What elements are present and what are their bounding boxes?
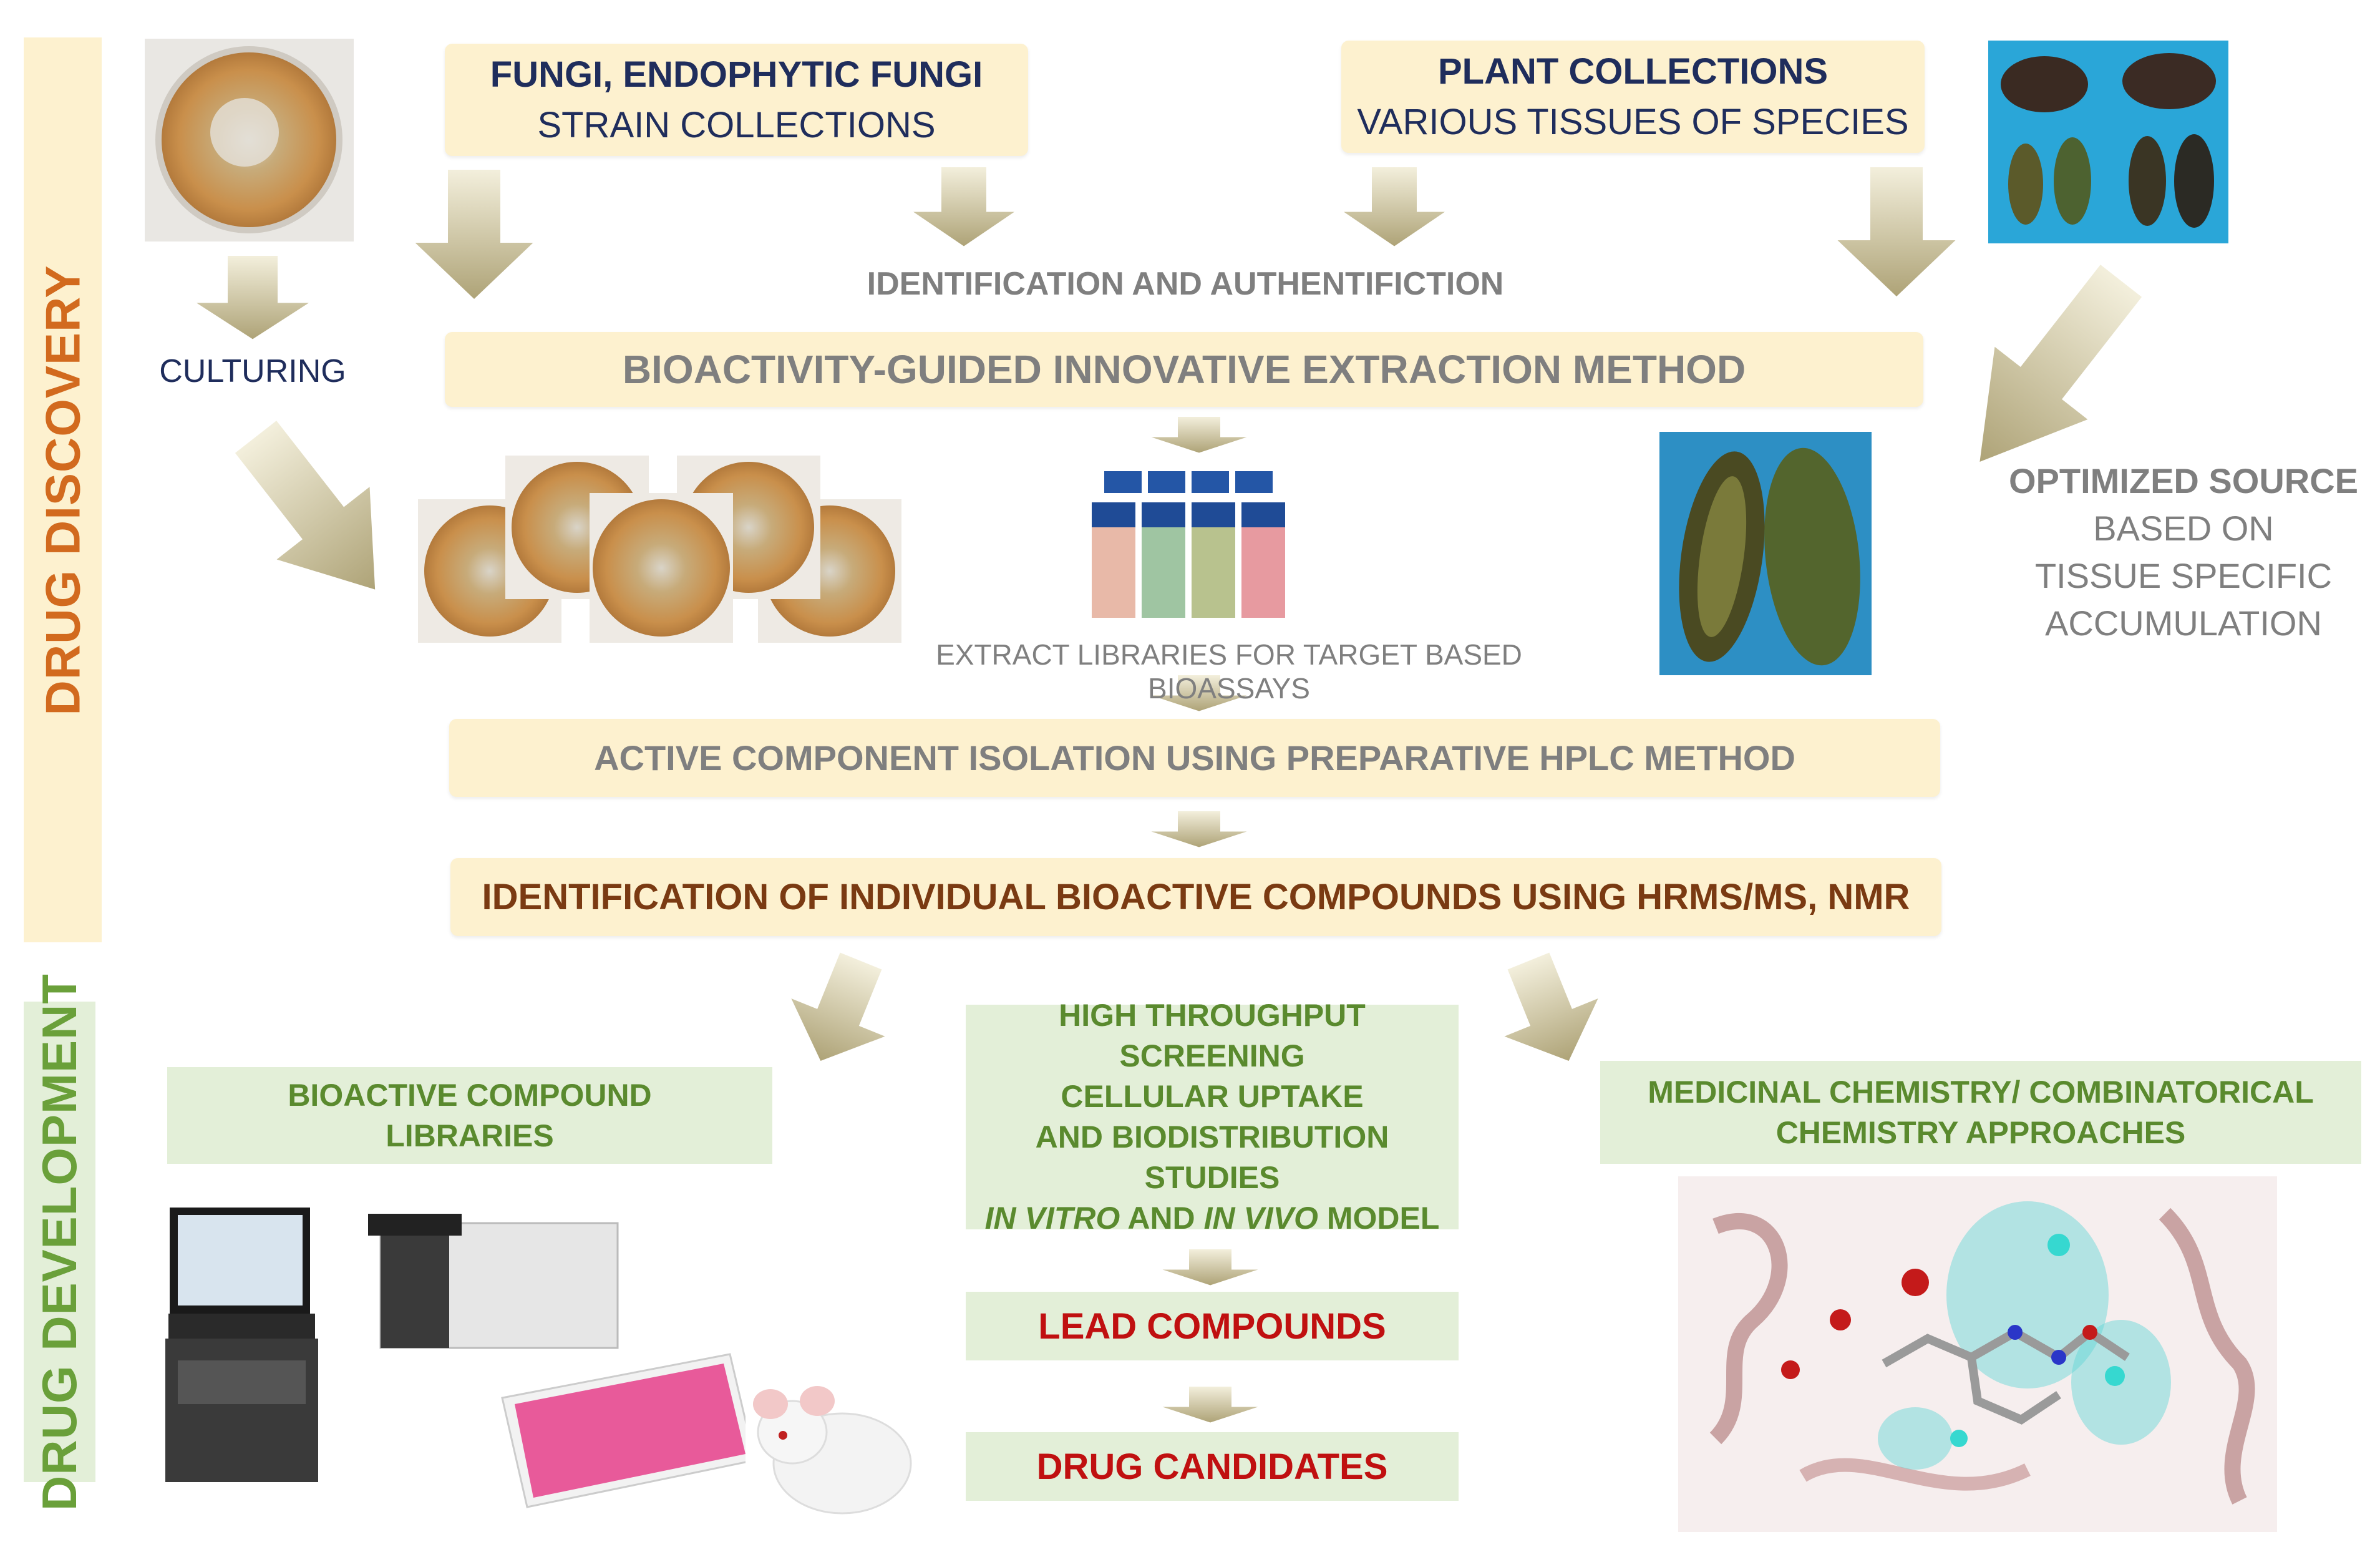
optimized-line-2: BASED ON xyxy=(2093,509,2274,548)
fungi-title: FUNGI, ENDOPHYTIC FUNGI xyxy=(490,54,983,95)
arrow-to-libraries xyxy=(774,942,908,1080)
petri-dish-photo xyxy=(145,39,354,242)
hplc-isolation-box: ACTIVE COMPONENT ISOLATION USING PREPARA… xyxy=(449,719,1940,797)
drug-candidates-label: DRUG CANDIDATES xyxy=(1036,1446,1388,1487)
well-plate-icon xyxy=(501,1353,756,1508)
model-line: IN VITRO AND IN VIVO MODEL xyxy=(985,1198,1440,1239)
and-label: AND xyxy=(1120,1201,1204,1236)
plant-subtitle: VARIOUS TISSUES OF SPECIES xyxy=(1357,102,1909,142)
fungi-subtitle: STRAIN COLLECTIONS xyxy=(537,105,936,145)
arrow-culturing xyxy=(197,256,309,339)
optimized-source-text: OPTIMIZED SOURCE BASED ON TISSUE SPECIFI… xyxy=(2003,456,2364,649)
compound-libraries-line2: LIBRARIES xyxy=(386,1118,554,1153)
plant-tissue-photo xyxy=(1659,432,1872,675)
compound-libraries-box: BIOACTIVE COMPOUND LIBRARIES xyxy=(167,1067,772,1164)
arrow-fungi-left xyxy=(415,170,533,299)
medicinal-chemistry-box: MEDICINAL CHEMISTRY/ COMBINATORICAL CHEM… xyxy=(1600,1061,2361,1164)
lead-compounds-label: LEAD COMPOUNDS xyxy=(1038,1305,1386,1347)
extraction-method-box: BIOACTIVITY-GUIDED INNOVATIVE EXTRACTION… xyxy=(445,332,1923,407)
hts-label: HIGH THROUGHPUT SCREENING xyxy=(1059,998,1366,1073)
arrow-to-lead xyxy=(1162,1249,1258,1286)
arrow-fungi-right xyxy=(913,167,1014,246)
in-vitro-label: IN VITRO xyxy=(984,1201,1120,1236)
arrow-plant-left xyxy=(1344,167,1445,246)
identification-label: IDENTIFICATION AND AUTHENTIFICTION xyxy=(867,266,1504,302)
mouse-icon xyxy=(746,1351,933,1538)
extract-libraries-label: EXTRACT LIBRARIES FOR TARGET BASED BIOAS… xyxy=(936,638,1522,705)
screening-studies-box: HIGH THROUGHPUT SCREENING CELLULAR UPTAK… xyxy=(966,998,1459,1236)
medchem-line1: MEDICINAL CHEMISTRY/ COMBINATORICAL xyxy=(1648,1074,2314,1110)
arrow-to-medchem xyxy=(1481,942,1616,1080)
drug-candidates-box: DRUG CANDIDATES xyxy=(966,1432,1459,1501)
lead-compounds-box: LEAD COMPOUNDS xyxy=(966,1292,1459,1360)
compound-libraries-line1: BIOACTIVE COMPOUND xyxy=(288,1077,652,1113)
plant-collections-box: PLANT COLLECTIONS VARIOUS TISSUES OF SPE… xyxy=(1341,41,1925,153)
laptop-icon xyxy=(165,1208,318,1482)
in-vivo-label: IN VIVO xyxy=(1203,1201,1318,1236)
drug-development-bar: DRUG DEVELOPMENT xyxy=(24,973,95,1511)
arrow-culturing-diagonal xyxy=(209,400,422,626)
petri-dishes-group xyxy=(418,456,901,643)
extraction-method-label: BIOACTIVITY-GUIDED INNOVATIVE EXTRACTION… xyxy=(622,347,1746,392)
culturing-label: CULTURING xyxy=(159,353,346,389)
uptake-line2: AND BIODISTRIBUTION STUDIES xyxy=(1035,1120,1389,1195)
model-label: MODEL xyxy=(1318,1201,1440,1236)
arrow-plant-right xyxy=(1837,167,1956,296)
hplc-isolation-label: ACTIVE COMPONENT ISOLATION USING PREPARA… xyxy=(594,738,1795,778)
arrow-extraction-down xyxy=(1151,417,1247,453)
optimized-line-4: ACCUMULATION xyxy=(2045,603,2322,643)
fungi-collections-box: FUNGI, ENDOPHYTIC FUNGI STRAIN COLLECTIO… xyxy=(445,44,1028,156)
plant-title: PLANT COLLECTIONS xyxy=(1437,51,1829,92)
arrow-hplc-down xyxy=(1151,811,1247,847)
medchem-line2: CHEMISTRY APPROACHES xyxy=(1775,1115,2186,1150)
optimized-line-1: OPTIMIZED SOURCE xyxy=(2008,461,2359,500)
molecular-model-illustration xyxy=(1678,1176,2277,1532)
uptake-line1: CELLULAR UPTAKE xyxy=(1061,1079,1364,1114)
lab-equipment-illustration xyxy=(165,1208,933,1538)
plant-seeds-photo xyxy=(1988,41,2228,243)
arrow-to-candidates xyxy=(1162,1387,1258,1423)
extract-vials xyxy=(1092,471,1285,618)
drug-discovery-bar: DRUG DISCOVERY xyxy=(24,37,102,942)
plate-reader-icon xyxy=(368,1214,619,1349)
hrms-identification-label: IDENTIFICATION OF INDIVIDUAL BIOACTIVE C… xyxy=(482,877,1910,917)
hrms-identification-box: IDENTIFICATION OF INDIVIDUAL BIOACTIVE C… xyxy=(450,858,1941,936)
optimized-line-3: TISSUE SPECIFIC xyxy=(2034,556,2333,595)
